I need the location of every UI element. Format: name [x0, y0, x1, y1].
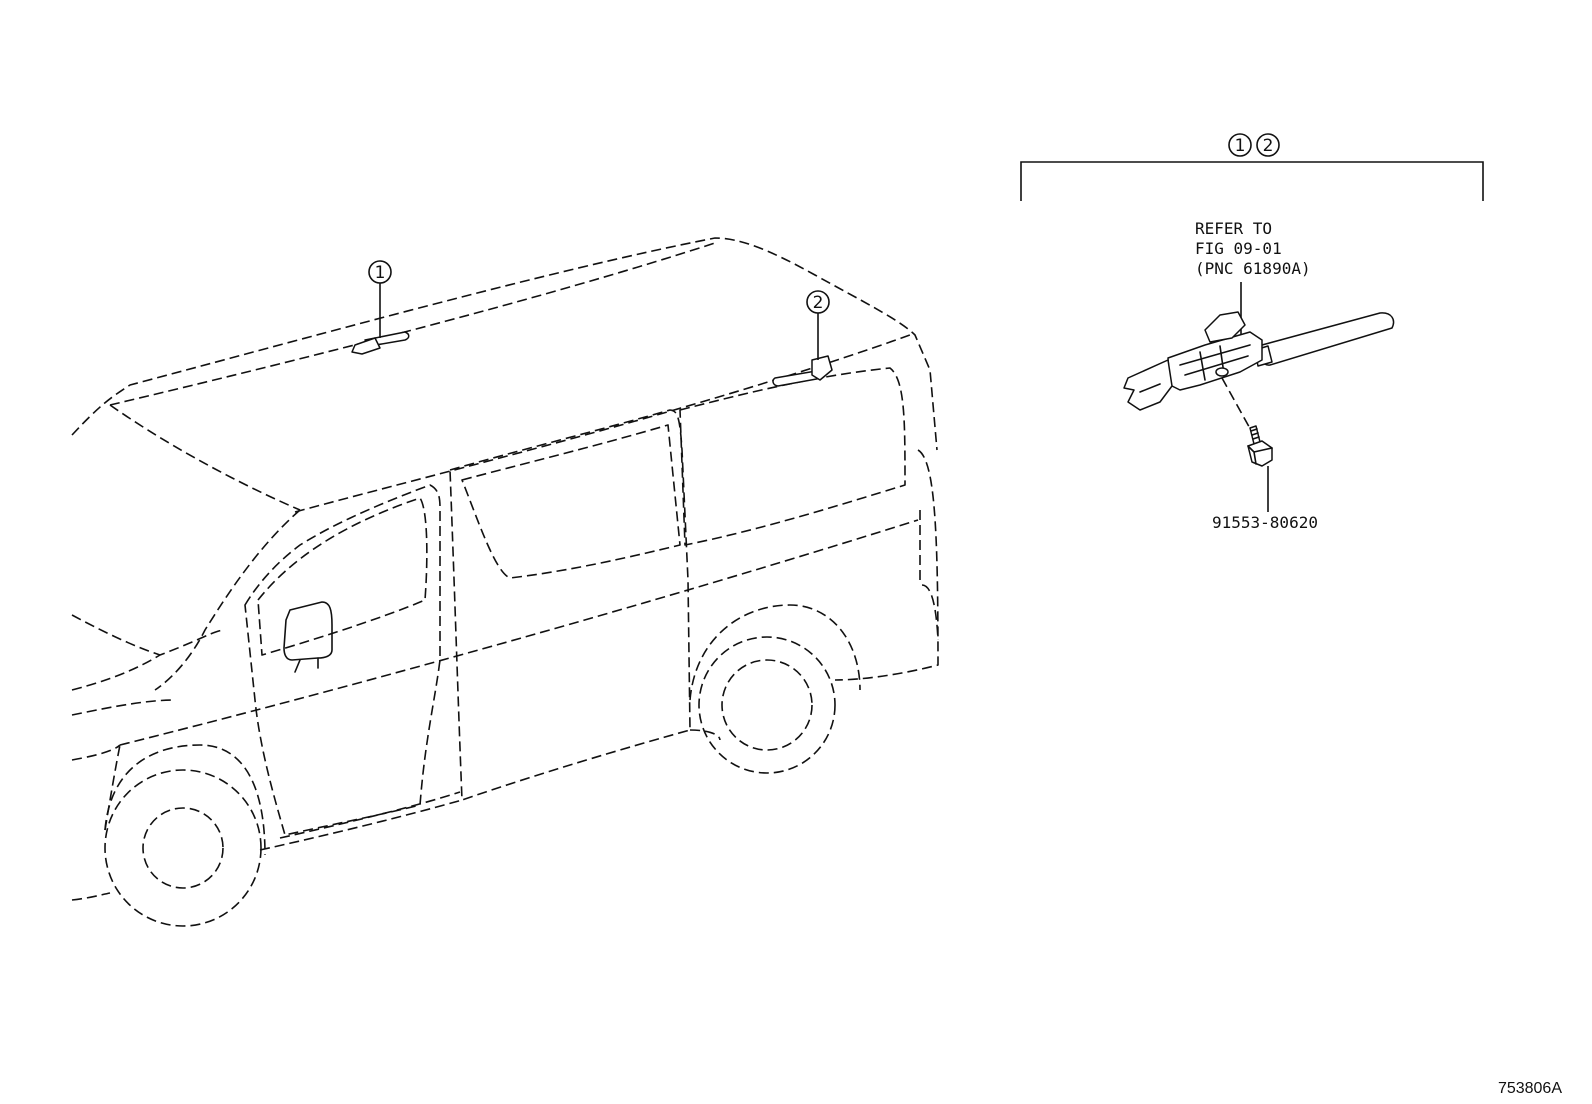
callout-2-label: 2 [813, 293, 824, 313]
refer-to-line-1: REFER TO [1195, 219, 1272, 238]
rear-wheel-arch [689, 604, 861, 701]
van-windshield-edge [109, 404, 301, 511]
group-callout-2: 2 [1263, 136, 1274, 156]
room-lamp-assembly[interactable] [1123, 311, 1395, 411]
front-wheel-hub [142, 807, 224, 889]
van-front-fender [71, 744, 121, 831]
side-mirror [283, 601, 333, 661]
rear-wheel-hub [721, 659, 813, 751]
refer-to-line-3: (PNC 61890A) [1195, 259, 1311, 278]
sliding-door-outline [449, 409, 691, 801]
callout-2[interactable]: 2 [806, 290, 830, 360]
front-tire [104, 769, 262, 927]
van-hood-line [71, 614, 161, 656]
roof-part-2[interactable] [772, 355, 833, 387]
van-illustration [71, 237, 939, 927]
van-lower-belt [119, 519, 919, 746]
callout-1-label: 1 [375, 263, 386, 283]
rear-quarter-window [679, 367, 906, 546]
bolt-part-number[interactable]: 91553-80620 [1212, 513, 1318, 532]
front-wheel-arch [104, 744, 266, 856]
front-door-outline [244, 484, 441, 836]
group-callout-1: 1 [1235, 136, 1246, 156]
roof-part-1[interactable] [351, 331, 410, 355]
van-hood-front [71, 629, 226, 691]
callout-1[interactable]: 1 [368, 260, 392, 338]
figure-id: 753806A [1498, 1080, 1562, 1097]
van-a-pillar [154, 509, 301, 691]
van-bumper-line [71, 699, 176, 716]
van-rear-bumper [919, 510, 939, 641]
van-rear-pillar [834, 449, 939, 681]
sliding-door-window [461, 424, 681, 579]
refer-to-line-2: FIG 09-01 [1195, 239, 1282, 258]
rear-tire [698, 636, 836, 774]
van-rocker [259, 729, 721, 851]
bolt[interactable] [1247, 425, 1273, 467]
install-guide-line [1221, 377, 1253, 433]
van-roof-outline [71, 237, 938, 451]
van-roof-inner-edge [109, 241, 719, 406]
refer-to-note: REFER TO FIG 09-01 (PNC 61890A) [1195, 219, 1311, 335]
van-front-underbody [71, 892, 111, 901]
van-lower-sill [279, 791, 461, 839]
assembly-group-bracket: 1 2 [1020, 133, 1484, 201]
side-mirror-arm [294, 657, 319, 673]
front-door-window [257, 497, 428, 656]
